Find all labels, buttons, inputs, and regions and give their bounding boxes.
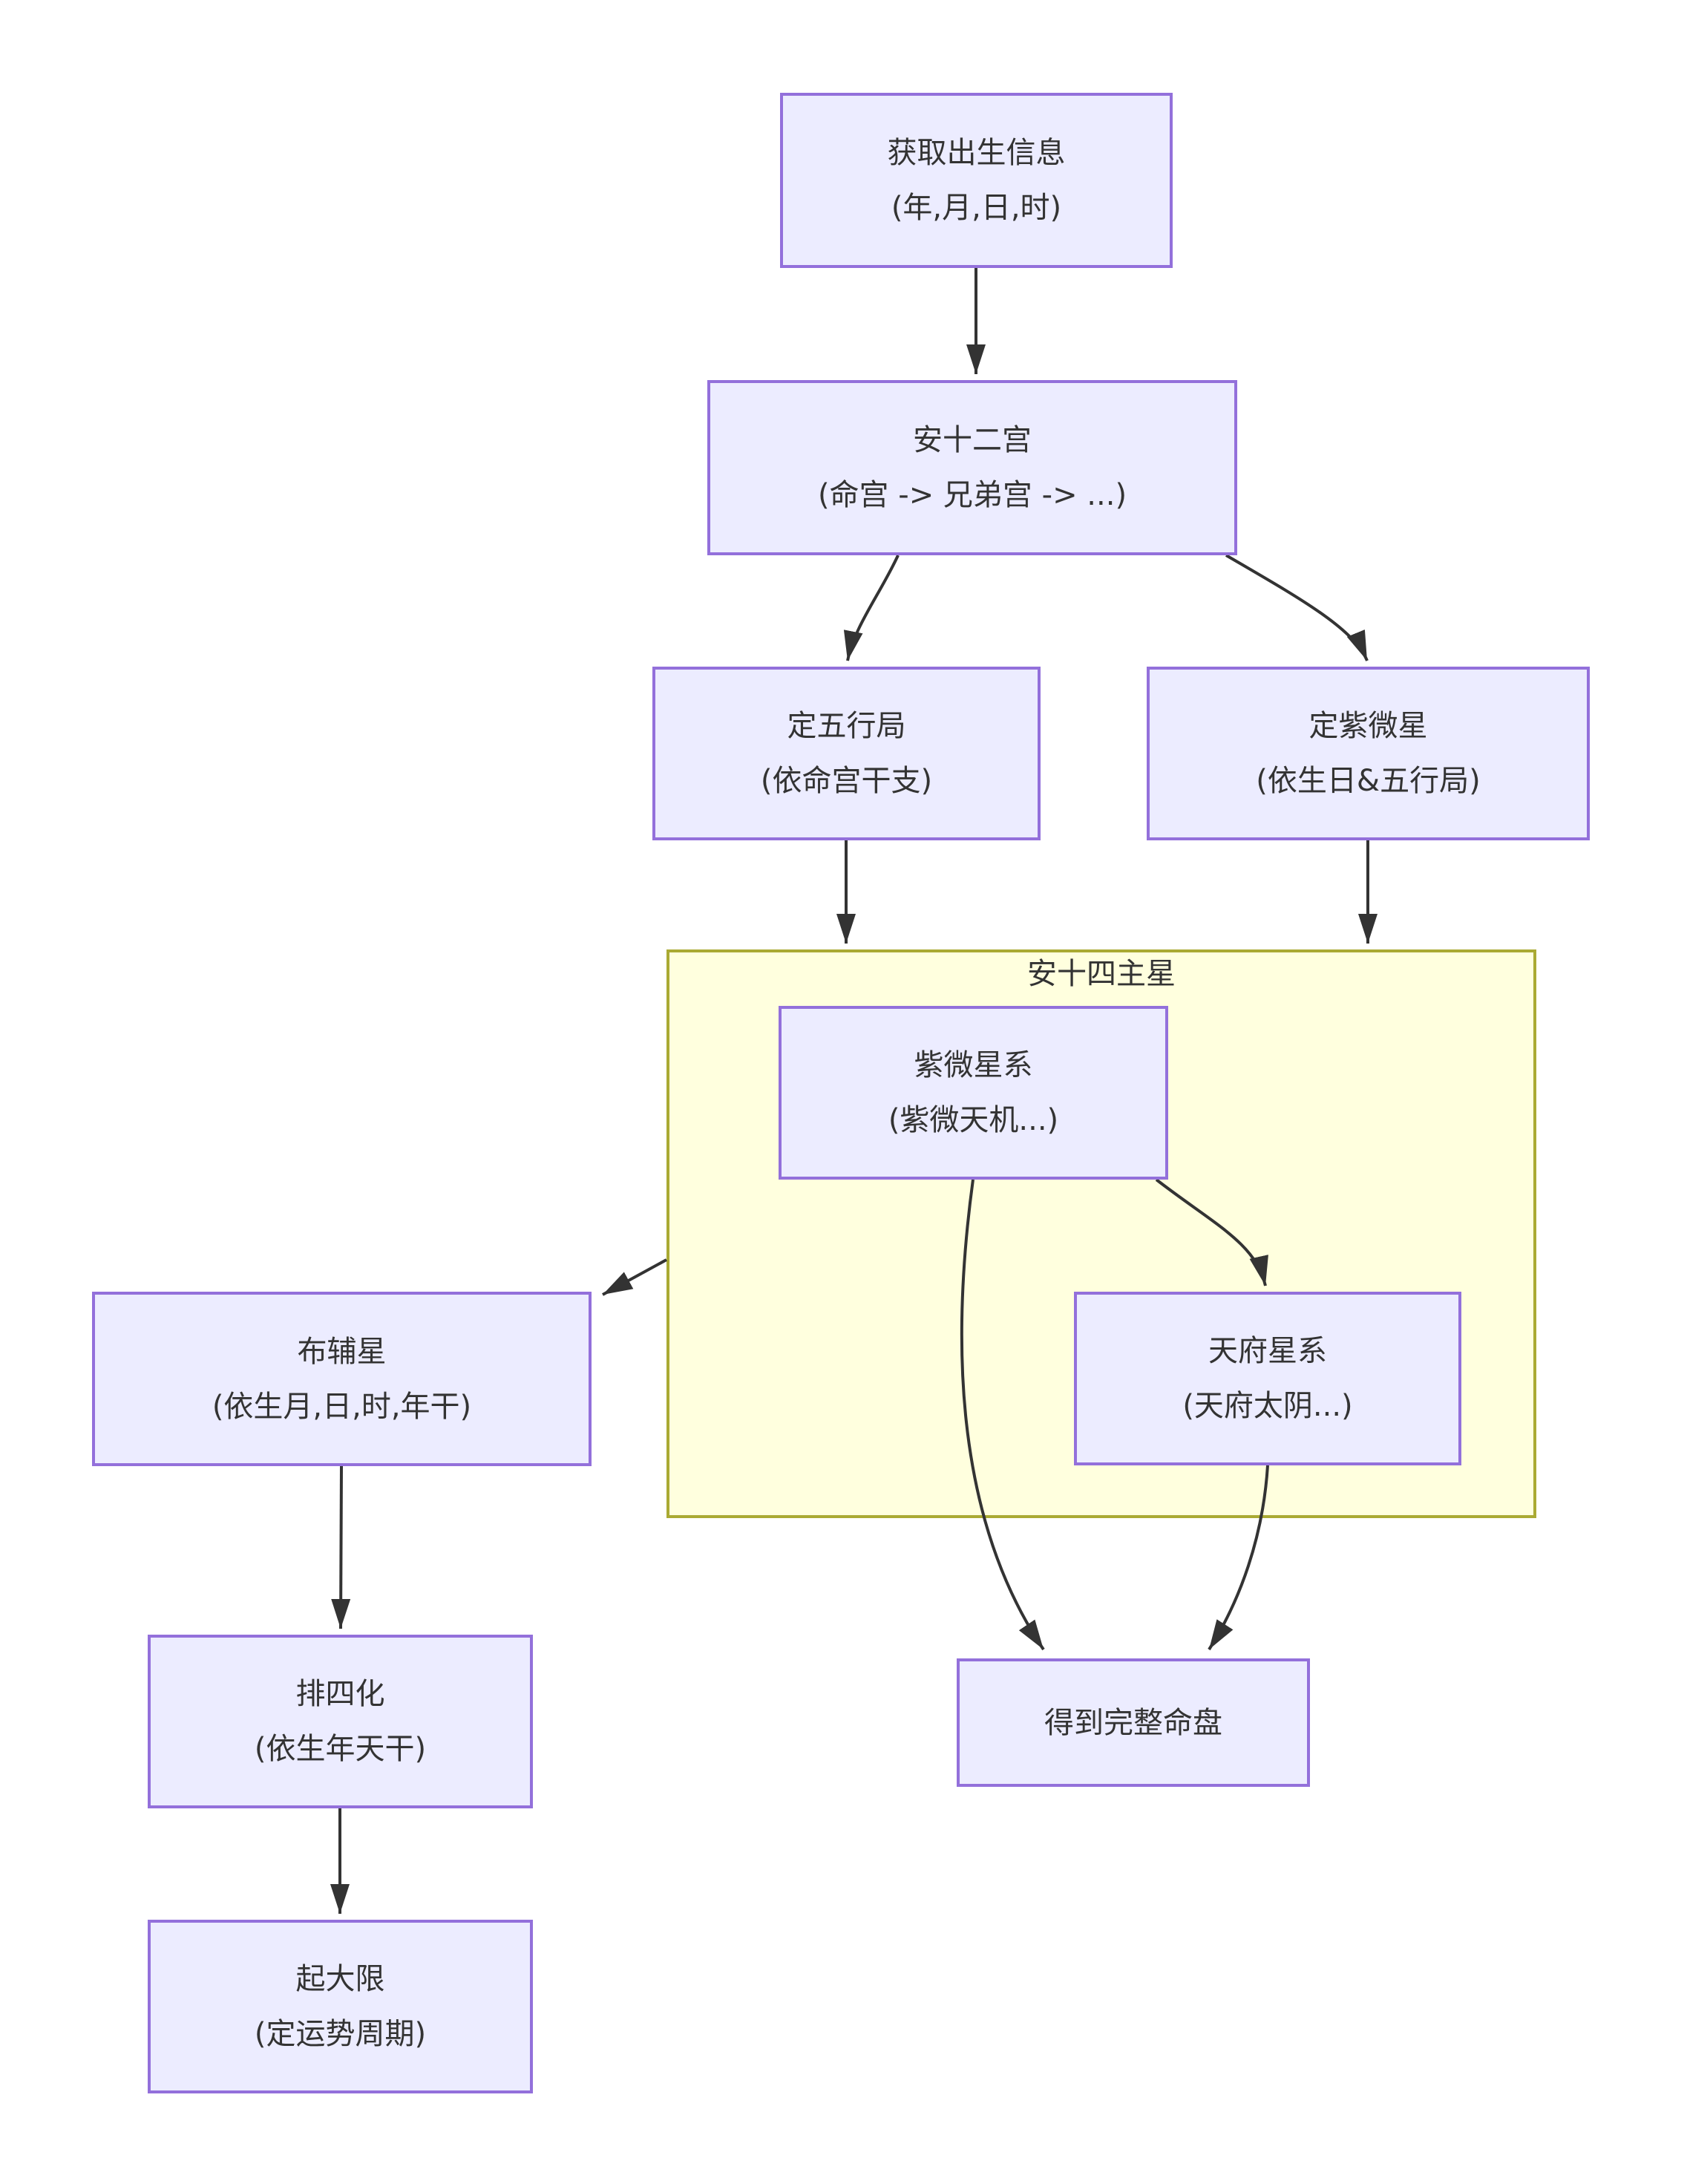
node-ziwei-star-title: 定紫微星 [1308, 709, 1428, 743]
node-four-transforms-title: 排四化 [295, 1677, 385, 1711]
node-major-periods-detail: (定运势周期) [254, 2017, 427, 2051]
node-ziwei-series: 紫微星系 (紫微天机...) [779, 1006, 1168, 1180]
node-ziwei-series-detail: (紫微天机...) [888, 1103, 1059, 1137]
node-tianfu-series-title: 天府星系 [1208, 1334, 1327, 1368]
node-major-periods-title: 起大限 [295, 1962, 385, 1996]
node-birth-info: 获取出生信息 (年,月,日,时) [780, 93, 1173, 268]
node-tianfu-series: 天府星系 (天府太阴...) [1074, 1292, 1461, 1465]
node-twelve-palaces-detail: (命宫 -> 兄弟宫 -> ...) [817, 478, 1127, 512]
node-ziwei-series-title: 紫微星系 [914, 1048, 1033, 1082]
node-major-periods: 起大限 (定运势周期) [148, 1920, 533, 2093]
node-four-transforms-detail: (依生年天干) [254, 1732, 427, 1766]
edge-palaces-to-five-elements [843, 555, 900, 661]
node-five-elements-title: 定五行局 [787, 709, 906, 743]
node-birth-info-title: 获取出生信息 [887, 136, 1066, 170]
node-assist-stars: 布辅星 (依生月,日,时,年干) [92, 1292, 592, 1466]
node-assist-stars-detail: (依生月,日,时,年干) [212, 1389, 472, 1424]
node-assist-stars-title: 布辅星 [297, 1334, 387, 1369]
node-five-elements-detail: (依命宫干支) [760, 764, 933, 798]
node-twelve-palaces: 安十二宫 (命宫 -> 兄弟宫 -> ...) [707, 380, 1237, 555]
subgraph-label: 安十四主星 [1027, 957, 1176, 991]
node-ziwei-star-detail: (依生日&五行局) [1256, 764, 1481, 798]
node-four-transforms: 排四化 (依生年天干) [148, 1635, 533, 1808]
node-complete-chart: 得到完整命盘 [957, 1658, 1310, 1787]
node-five-elements: 定五行局 (依命宫干支) [652, 667, 1041, 840]
node-birth-info-detail: (年,月,日,时) [891, 191, 1062, 225]
node-tianfu-series-detail: (天府太阴...) [1182, 1389, 1353, 1423]
edge-subgraph-to-assist-stars [602, 1258, 667, 1296]
edge-palaces-to-ziwei-star [1225, 554, 1369, 661]
node-ziwei-star: 定紫微星 (依生日&五行局) [1147, 667, 1590, 840]
node-twelve-palaces-title: 安十二宫 [913, 423, 1032, 457]
node-complete-chart-title: 得到完整命盘 [1044, 1705, 1222, 1740]
